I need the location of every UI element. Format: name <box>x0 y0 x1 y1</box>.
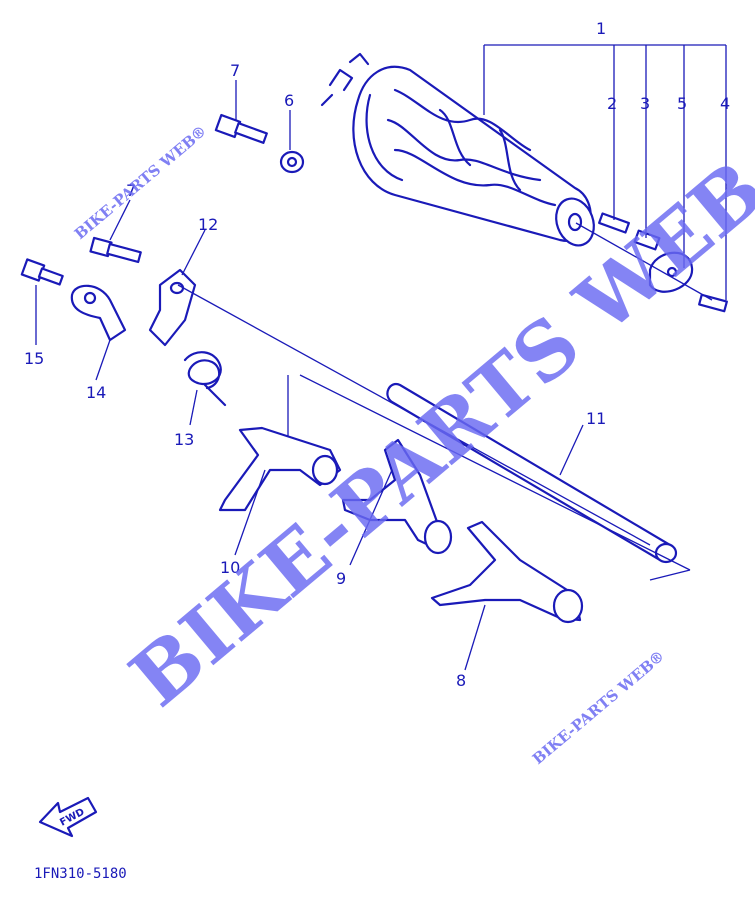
reference-lines <box>177 222 713 581</box>
callout-6: 6 <box>284 91 294 110</box>
bolt-left <box>20 258 64 286</box>
callout-7b: 7 <box>126 181 136 200</box>
bolt-top <box>214 113 268 144</box>
callout-10: 10 <box>220 558 240 577</box>
bolt-mid <box>89 236 142 264</box>
callout-14: 14 <box>86 383 106 402</box>
shift-arm <box>148 268 197 347</box>
callout-9: 9 <box>336 569 346 588</box>
washer <box>279 150 305 174</box>
forward-arrow-icon: FWD <box>38 796 98 838</box>
guide-bar <box>386 382 678 564</box>
diagram-code: 1FN310-5180 <box>34 866 127 882</box>
callout-11: 11 <box>586 409 606 428</box>
stopper-lever <box>70 284 127 342</box>
watermark-small-top: BIKE-PARTS WEB <box>71 131 200 243</box>
callout-12: 12 <box>198 215 218 234</box>
callout-3: 3 <box>640 94 650 113</box>
shift-fork-8 <box>430 520 584 624</box>
return-spring <box>183 351 227 407</box>
leader-lines <box>35 44 727 671</box>
callout-7: 7 <box>230 61 240 80</box>
shift-fork-9 <box>341 438 453 555</box>
callout-5: 5 <box>677 94 687 113</box>
callout-4: 4 <box>720 94 730 113</box>
callout-2: 2 <box>607 94 617 113</box>
callout-13: 13 <box>174 430 194 449</box>
callout-labels: 1 2 3 5 4 7 6 7 12 15 14 13 11 10 9 8 <box>24 19 730 690</box>
watermark-small-bottom: BIKE-PARTS WEB <box>529 656 658 768</box>
callout-1: 1 <box>596 19 606 38</box>
plate-screw <box>698 293 728 313</box>
segment-plate <box>648 251 694 293</box>
cam-pin-screw <box>633 229 661 251</box>
cam-pin <box>598 212 630 234</box>
callout-8: 8 <box>456 671 466 690</box>
shift-cam-drum <box>320 52 595 247</box>
shift-fork-10 <box>218 426 342 512</box>
callout-15: 15 <box>24 349 44 368</box>
